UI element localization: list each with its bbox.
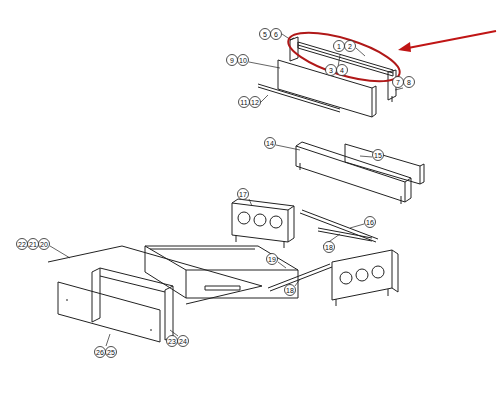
callout-circle (106, 347, 117, 358)
callout-number: 22 (18, 241, 26, 248)
callout-circle (238, 189, 249, 200)
callout-number: 18 (325, 244, 333, 251)
callout-circle (345, 41, 356, 52)
callout-circle (260, 29, 271, 40)
callout-circle (267, 254, 278, 265)
callout-number: 4 (340, 67, 344, 74)
callout-circle (271, 29, 282, 40)
callout-circle (337, 65, 348, 76)
callout-circle (324, 242, 335, 253)
callout-number: 12 (251, 99, 259, 106)
callout-number: 23 (168, 338, 176, 345)
callout-circle (393, 77, 404, 88)
callout-number: 17 (239, 191, 247, 198)
callout-number: 14 (266, 140, 274, 147)
callout-number: 10 (239, 57, 247, 64)
callout-number: 18 (286, 287, 294, 294)
callout-number: 26 (96, 349, 104, 356)
callout-number: 2 (348, 43, 352, 50)
callout-number: 11 (240, 99, 247, 106)
callout-number: 8 (407, 79, 411, 86)
callout-number: 15 (374, 152, 382, 159)
callout-circle (373, 150, 384, 161)
callout-circle (285, 285, 296, 296)
callout-circle (178, 336, 189, 347)
callout-circle (326, 65, 337, 76)
callout-circle (250, 97, 261, 108)
callout-circle (227, 55, 238, 66)
callout-number: 19 (268, 256, 276, 263)
callout-circle (265, 138, 276, 149)
callout-number: 21 (29, 241, 37, 248)
callout-number: 5 (263, 31, 267, 38)
callout-number: 24 (179, 338, 187, 345)
callout-number: 3 (329, 67, 333, 74)
callout-circle (17, 239, 28, 250)
callout-circle (239, 97, 250, 108)
callout-circle (238, 55, 249, 66)
callout-number: 7 (396, 79, 400, 86)
callout-number: 16 (366, 219, 374, 226)
callout-circle (334, 41, 345, 52)
callout-circle (167, 336, 178, 347)
callout-number: 9 (230, 57, 234, 64)
callout-number: 25 (107, 349, 115, 356)
callout-circle (28, 239, 39, 250)
callout-circle (404, 77, 415, 88)
callout-circle (365, 217, 376, 228)
callout-number: 20 (40, 241, 48, 248)
callout-number: 6 (274, 31, 278, 38)
callout-number: 1 (337, 43, 341, 50)
callout-circle (95, 347, 106, 358)
callout-circle (39, 239, 50, 250)
